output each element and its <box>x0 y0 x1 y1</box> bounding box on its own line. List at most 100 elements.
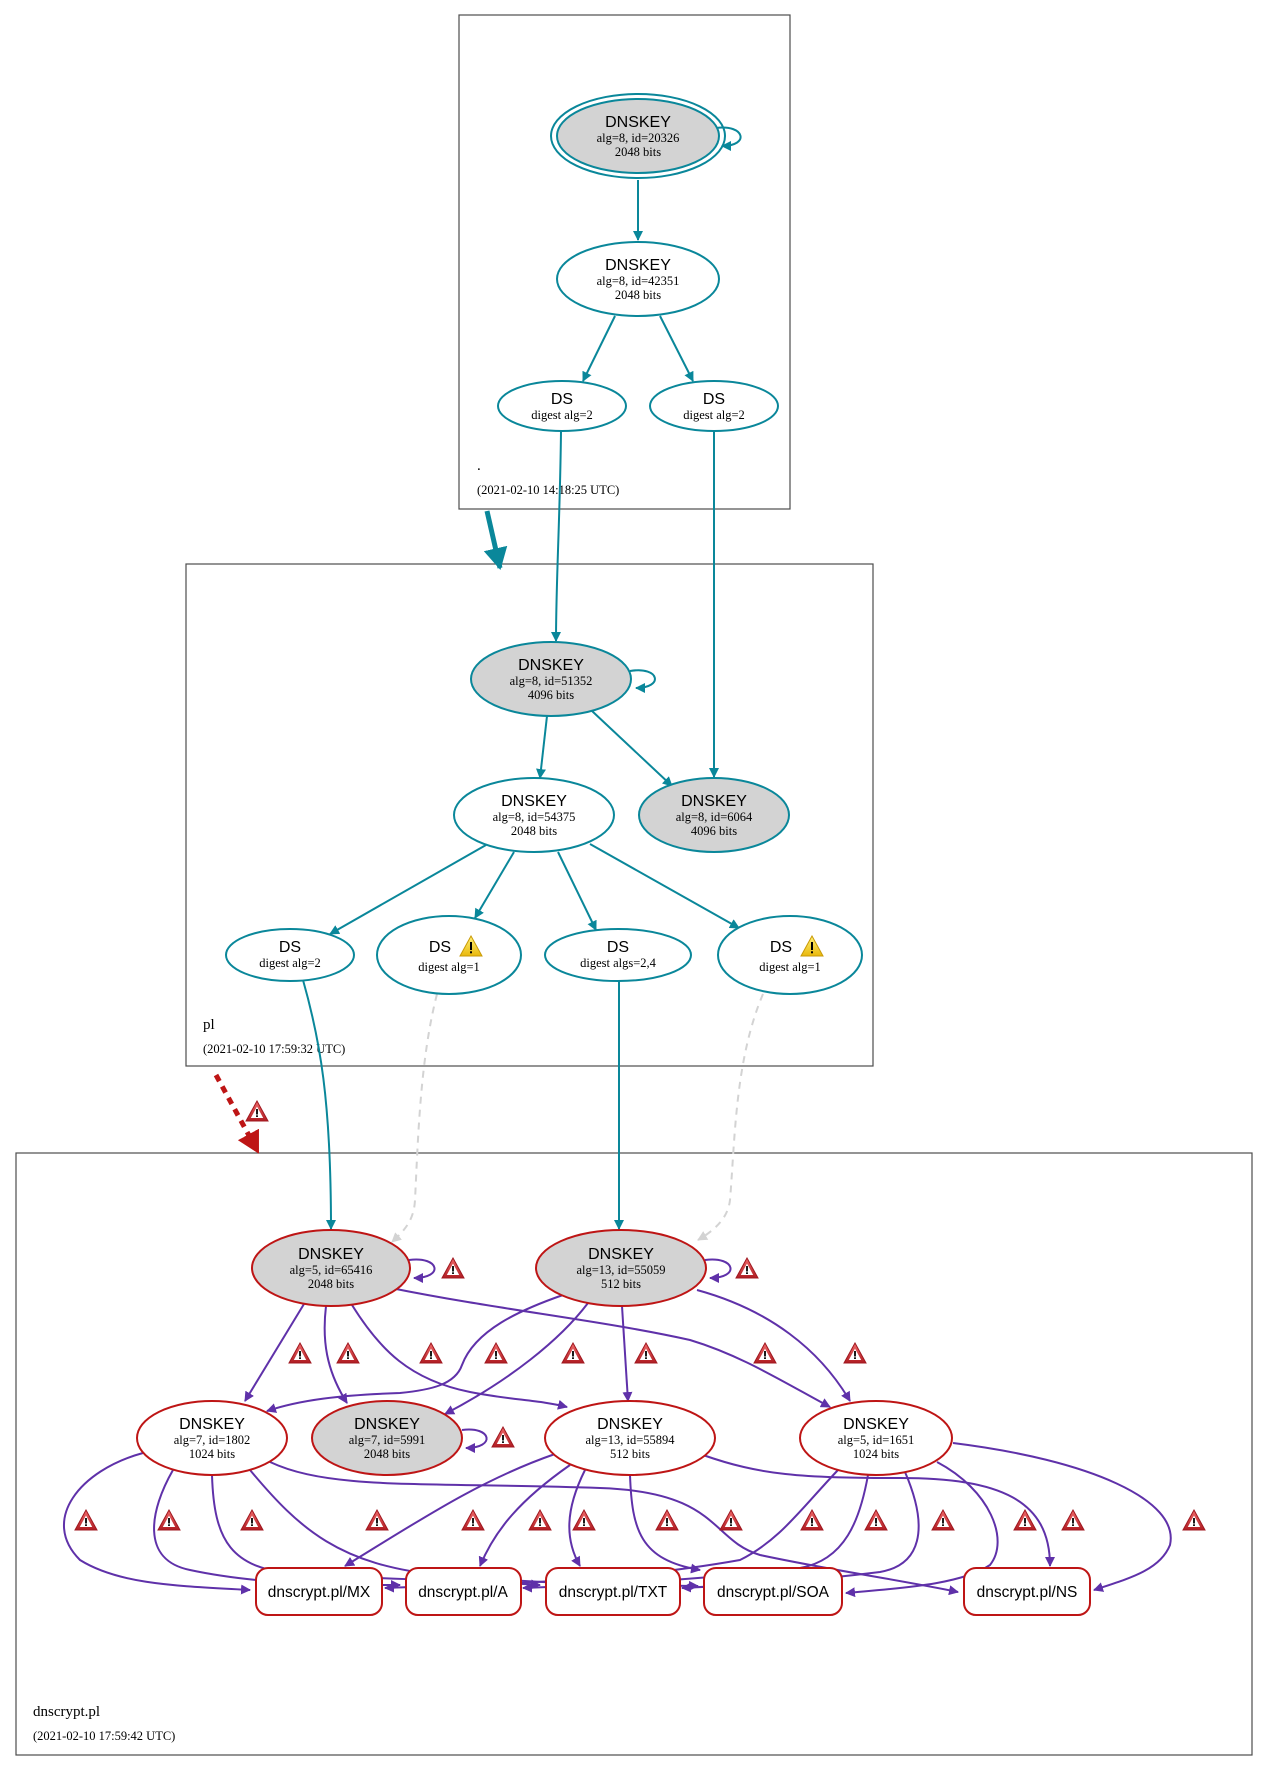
node-bits: 512 bits <box>601 1277 641 1291</box>
node-title: DS <box>703 391 725 408</box>
node-title: DNSKEY <box>518 657 584 674</box>
node-alg-id: alg=7, id=5991 <box>349 1433 426 1447</box>
node-pl-ds-1[interactable]: DS digest alg=2 <box>225 928 355 982</box>
node-title: DNSKEY <box>597 1416 663 1433</box>
edge-root-zsk-ds-a <box>582 315 616 382</box>
rrset-ns[interactable]: dnscrypt.pl/NS <box>963 1567 1091 1616</box>
node-digest: digest alg=2 <box>683 408 745 422</box>
node-root-20326[interactable]: DNSKEY alg=8, id=20326 2048 bits <box>550 93 726 179</box>
rrset-label: dnscrypt.pl/TXT <box>559 1584 668 1601</box>
node-title: DNSKEY <box>605 114 671 131</box>
node-bits: 2048 bits <box>615 145 661 159</box>
node-title: DNSKEY <box>605 257 671 274</box>
zone-dnscrypt-timestamp: (2021-02-10 17:59:42 UTC) <box>33 1729 175 1743</box>
edge-55059-1802 <box>266 1294 564 1413</box>
node-title: DS <box>279 939 301 956</box>
rrset-a[interactable]: dnscrypt.pl/A <box>405 1567 522 1616</box>
edge-1802-ns <box>269 1461 959 1596</box>
edge-65416-55894 <box>351 1304 568 1410</box>
edge-55894-txt <box>568 1469 586 1567</box>
node-dc-65416[interactable]: DNSKEY alg=5, id=65416 2048 bits <box>251 1229 411 1307</box>
node-bits: 2048 bits <box>511 824 557 838</box>
edge-pl-ds1-dc-65416 <box>302 979 336 1230</box>
edge-65416-self <box>408 1258 436 1283</box>
node-dc-55894[interactable]: DNSKEY alg=13, id=55894 512 bits <box>544 1400 716 1476</box>
edge-55894-soa <box>629 1474 701 1574</box>
node-bits: 4096 bits <box>691 824 737 838</box>
edge-55894-a <box>478 1464 571 1567</box>
node-root-ds-b[interactable]: DS digest alg=2 <box>649 380 779 432</box>
edge-65416-1651 <box>390 1287 831 1408</box>
edge-55894-mx <box>344 1453 556 1567</box>
zone-root-timestamp: (2021-02-10 14:18:25 UTC) <box>477 483 619 497</box>
node-alg-id: alg=13, id=55894 <box>585 1433 675 1447</box>
rrset-mx[interactable]: dnscrypt.pl/MX <box>255 1567 383 1616</box>
edge-pl-51352-6064 <box>591 710 673 787</box>
edge-pl-54375-ds3 <box>557 851 597 931</box>
edge-65416-1802 <box>244 1303 305 1402</box>
edge-pl-ds2-dc-65416 <box>391 993 438 1243</box>
node-title: DS <box>429 939 451 956</box>
node-title: DNSKEY <box>501 793 567 810</box>
node-root-42351[interactable]: DNSKEY alg=8, id=42351 2048 bits <box>556 241 720 317</box>
edge-55059-5991 <box>444 1302 589 1415</box>
node-title: DNSKEY <box>354 1416 420 1433</box>
pl-edges <box>302 669 764 1243</box>
delegation-pl-dnscrypt-arrow <box>213 1073 261 1154</box>
node-title: DS <box>551 391 573 408</box>
edge-root-zsk-ds-b <box>659 315 694 382</box>
node-alg-id: alg=8, id=6064 <box>676 810 753 824</box>
node-pl-ds-4[interactable]: DS digest alg=1 <box>717 915 863 995</box>
edge-pl-54375-ds4 <box>589 843 740 929</box>
node-alg-id: alg=5, id=1651 <box>838 1433 915 1447</box>
node-bits: 1024 bits <box>189 1447 235 1461</box>
root-edges <box>551 126 742 778</box>
node-dc-1802[interactable]: DNSKEY alg=7, id=1802 1024 bits <box>136 1400 288 1476</box>
node-alg-id: alg=8, id=51352 <box>510 674 593 688</box>
node-title: DS <box>770 939 792 956</box>
zone-pl-timestamp: (2021-02-10 17:59:32 UTC) <box>203 1042 345 1056</box>
node-title: DNSKEY <box>179 1416 245 1433</box>
edge-1651-ns <box>952 1442 1172 1592</box>
node-title: DNSKEY <box>681 793 747 810</box>
rrset-label: dnscrypt.pl/NS <box>977 1584 1078 1601</box>
node-dc-55059[interactable]: DNSKEY alg=13, id=55059 512 bits <box>535 1229 707 1307</box>
node-title: DNSKEY <box>588 1246 654 1263</box>
edge-pl-54375-ds2 <box>474 851 515 919</box>
node-bits: 2048 bits <box>364 1447 410 1461</box>
node-bits: 2048 bits <box>308 1277 354 1291</box>
edge-5991-self <box>461 1428 488 1453</box>
edge-root-ds-a-pl-51352 <box>551 430 562 642</box>
node-alg-id: alg=7, id=1802 <box>174 1433 251 1447</box>
node-bits: 2048 bits <box>615 288 661 302</box>
edge-pl-51352-self <box>629 669 656 693</box>
rrset-txt[interactable]: dnscrypt.pl/TXT <box>545 1567 681 1616</box>
edge-55059-self <box>704 1258 732 1283</box>
delegation-warning-icon <box>245 1100 269 1122</box>
node-alg-id: alg=8, id=54375 <box>493 810 576 824</box>
node-root-ds-a[interactable]: DS digest alg=2 <box>497 380 627 432</box>
node-dc-1651[interactable]: DNSKEY alg=5, id=1651 1024 bits <box>799 1400 953 1476</box>
node-pl-54375[interactable]: DNSKEY alg=8, id=54375 2048 bits <box>453 777 615 853</box>
rrset-label: dnscrypt.pl/A <box>418 1584 508 1601</box>
rrset-soa[interactable]: dnscrypt.pl/SOA <box>703 1567 843 1616</box>
node-digest: digest alg=2 <box>531 408 593 422</box>
edge-pl-ds4-dc-55059 <box>697 993 764 1241</box>
edge-65416-5991 <box>323 1305 348 1404</box>
node-digest: digest algs=2,4 <box>580 956 657 970</box>
node-title: DNSKEY <box>298 1246 364 1263</box>
node-alg-id: alg=8, id=42351 <box>597 274 680 288</box>
edge-pl-51352-54375 <box>536 715 548 779</box>
node-pl-ds-2[interactable]: DS digest alg=1 <box>376 915 522 995</box>
rrset-label: dnscrypt.pl/SOA <box>717 1584 830 1601</box>
node-pl-ds-3[interactable]: DS digest algs=2,4 <box>544 928 692 982</box>
edge-55059-55894 <box>621 1305 633 1402</box>
node-pl-51352[interactable]: DNSKEY alg=8, id=51352 4096 bits <box>470 641 632 717</box>
node-dc-5991[interactable]: DNSKEY alg=7, id=5991 2048 bits <box>311 1400 463 1476</box>
node-bits: 512 bits <box>610 1447 650 1461</box>
node-pl-6064[interactable]: DNSKEY alg=8, id=6064 4096 bits <box>638 777 790 853</box>
edge-1802-mx <box>62 1452 251 1595</box>
edge-pl-54375-ds1 <box>329 844 487 935</box>
zone-dnscrypt-name: dnscrypt.pl <box>33 1704 100 1720</box>
edge-55059-1651 <box>696 1289 851 1402</box>
